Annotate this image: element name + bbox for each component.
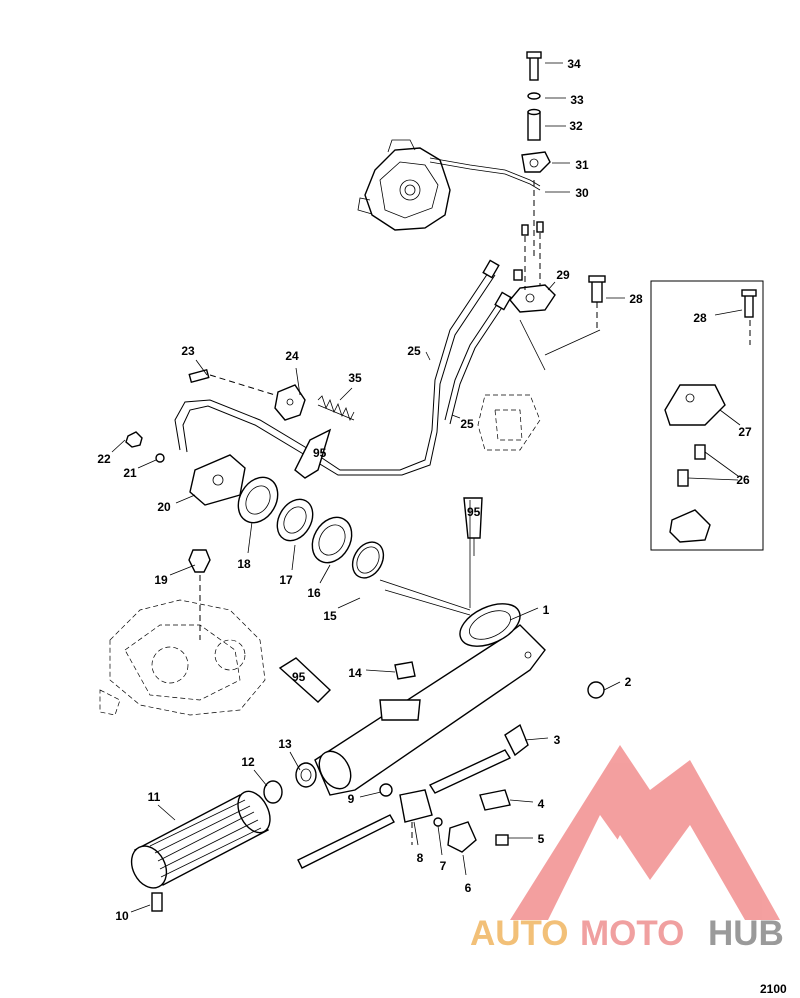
callout-14: 14 [348,666,362,680]
throttle-grip-drawing [130,790,271,912]
throttle-shift-cables [174,259,523,476]
bushing-rings [237,476,385,579]
figure-number: 2100 [760,982,787,996]
callout-21: 21 [123,466,137,480]
carburetor-drawing [357,139,541,231]
grommet-drawing [188,549,211,640]
callout-20: 20 [157,500,171,514]
callout-29: 29 [556,268,570,282]
throttle-link-stack [521,51,551,260]
callout-25a: 25 [407,344,421,358]
callout-34: 34 [567,57,581,71]
inset-parts [664,289,757,543]
callout-18: 18 [237,557,251,571]
callout-5: 5 [538,832,545,846]
callout-8: 8 [417,851,424,865]
callout-13: 13 [278,737,292,751]
decal-tab [394,661,416,680]
callout-31: 31 [575,158,589,172]
watermark-text-moto: MOTO [580,914,684,953]
callout-9: 9 [348,792,355,806]
callout-24: 24 [285,349,299,363]
watermark-text-auto: AUTO [470,914,569,953]
callout-2: 2 [625,675,632,689]
tube-label-3: 95 [292,670,306,684]
callout-1: 1 [543,603,550,617]
callout-3: 3 [554,733,561,747]
callout-26: 26 [736,473,750,487]
cam-bracket-drawing [477,221,606,451]
callout-7: 7 [440,859,447,873]
callout-15: 15 [323,609,337,623]
callout-32: 32 [569,119,583,133]
callout-33: 33 [570,93,584,107]
callout-4: 4 [538,797,545,811]
shift-lever-drawing [428,681,605,846]
tiller-handle-drawing [314,500,546,796]
lubricant-tubes [278,428,483,703]
callout-17: 17 [279,573,293,587]
watermark-text-hub: HUB [708,914,784,953]
callout-10: 10 [115,909,129,923]
callout-35: 35 [348,371,362,385]
callout-28b: 28 [693,311,707,325]
watermark-logo [510,745,780,920]
engine-outline-ghost [99,599,266,716]
callout-28a: 28 [629,292,643,306]
tube-label-2: 95 [467,505,481,519]
callout-23: 23 [181,344,195,358]
callout-19: 19 [154,573,168,587]
tube-label-1: 95 [313,446,327,460]
callout-12: 12 [241,755,255,769]
callout-25b: 25 [460,417,474,431]
mounting-plate-drawing [125,431,246,506]
spring-drawing [317,395,355,422]
throttle-shaft-parts [263,762,317,804]
callout-30: 30 [575,186,589,200]
friction-adjuster-drawing [297,783,477,869]
cable-clamp-drawing [188,368,306,421]
callout-6: 6 [465,881,472,895]
callout-11: 11 [148,790,161,804]
callout-22: 22 [97,452,111,466]
inset-box [650,280,764,551]
callout-27: 27 [738,425,752,439]
callout-16: 16 [307,586,321,600]
leader-lines [111,62,743,913]
